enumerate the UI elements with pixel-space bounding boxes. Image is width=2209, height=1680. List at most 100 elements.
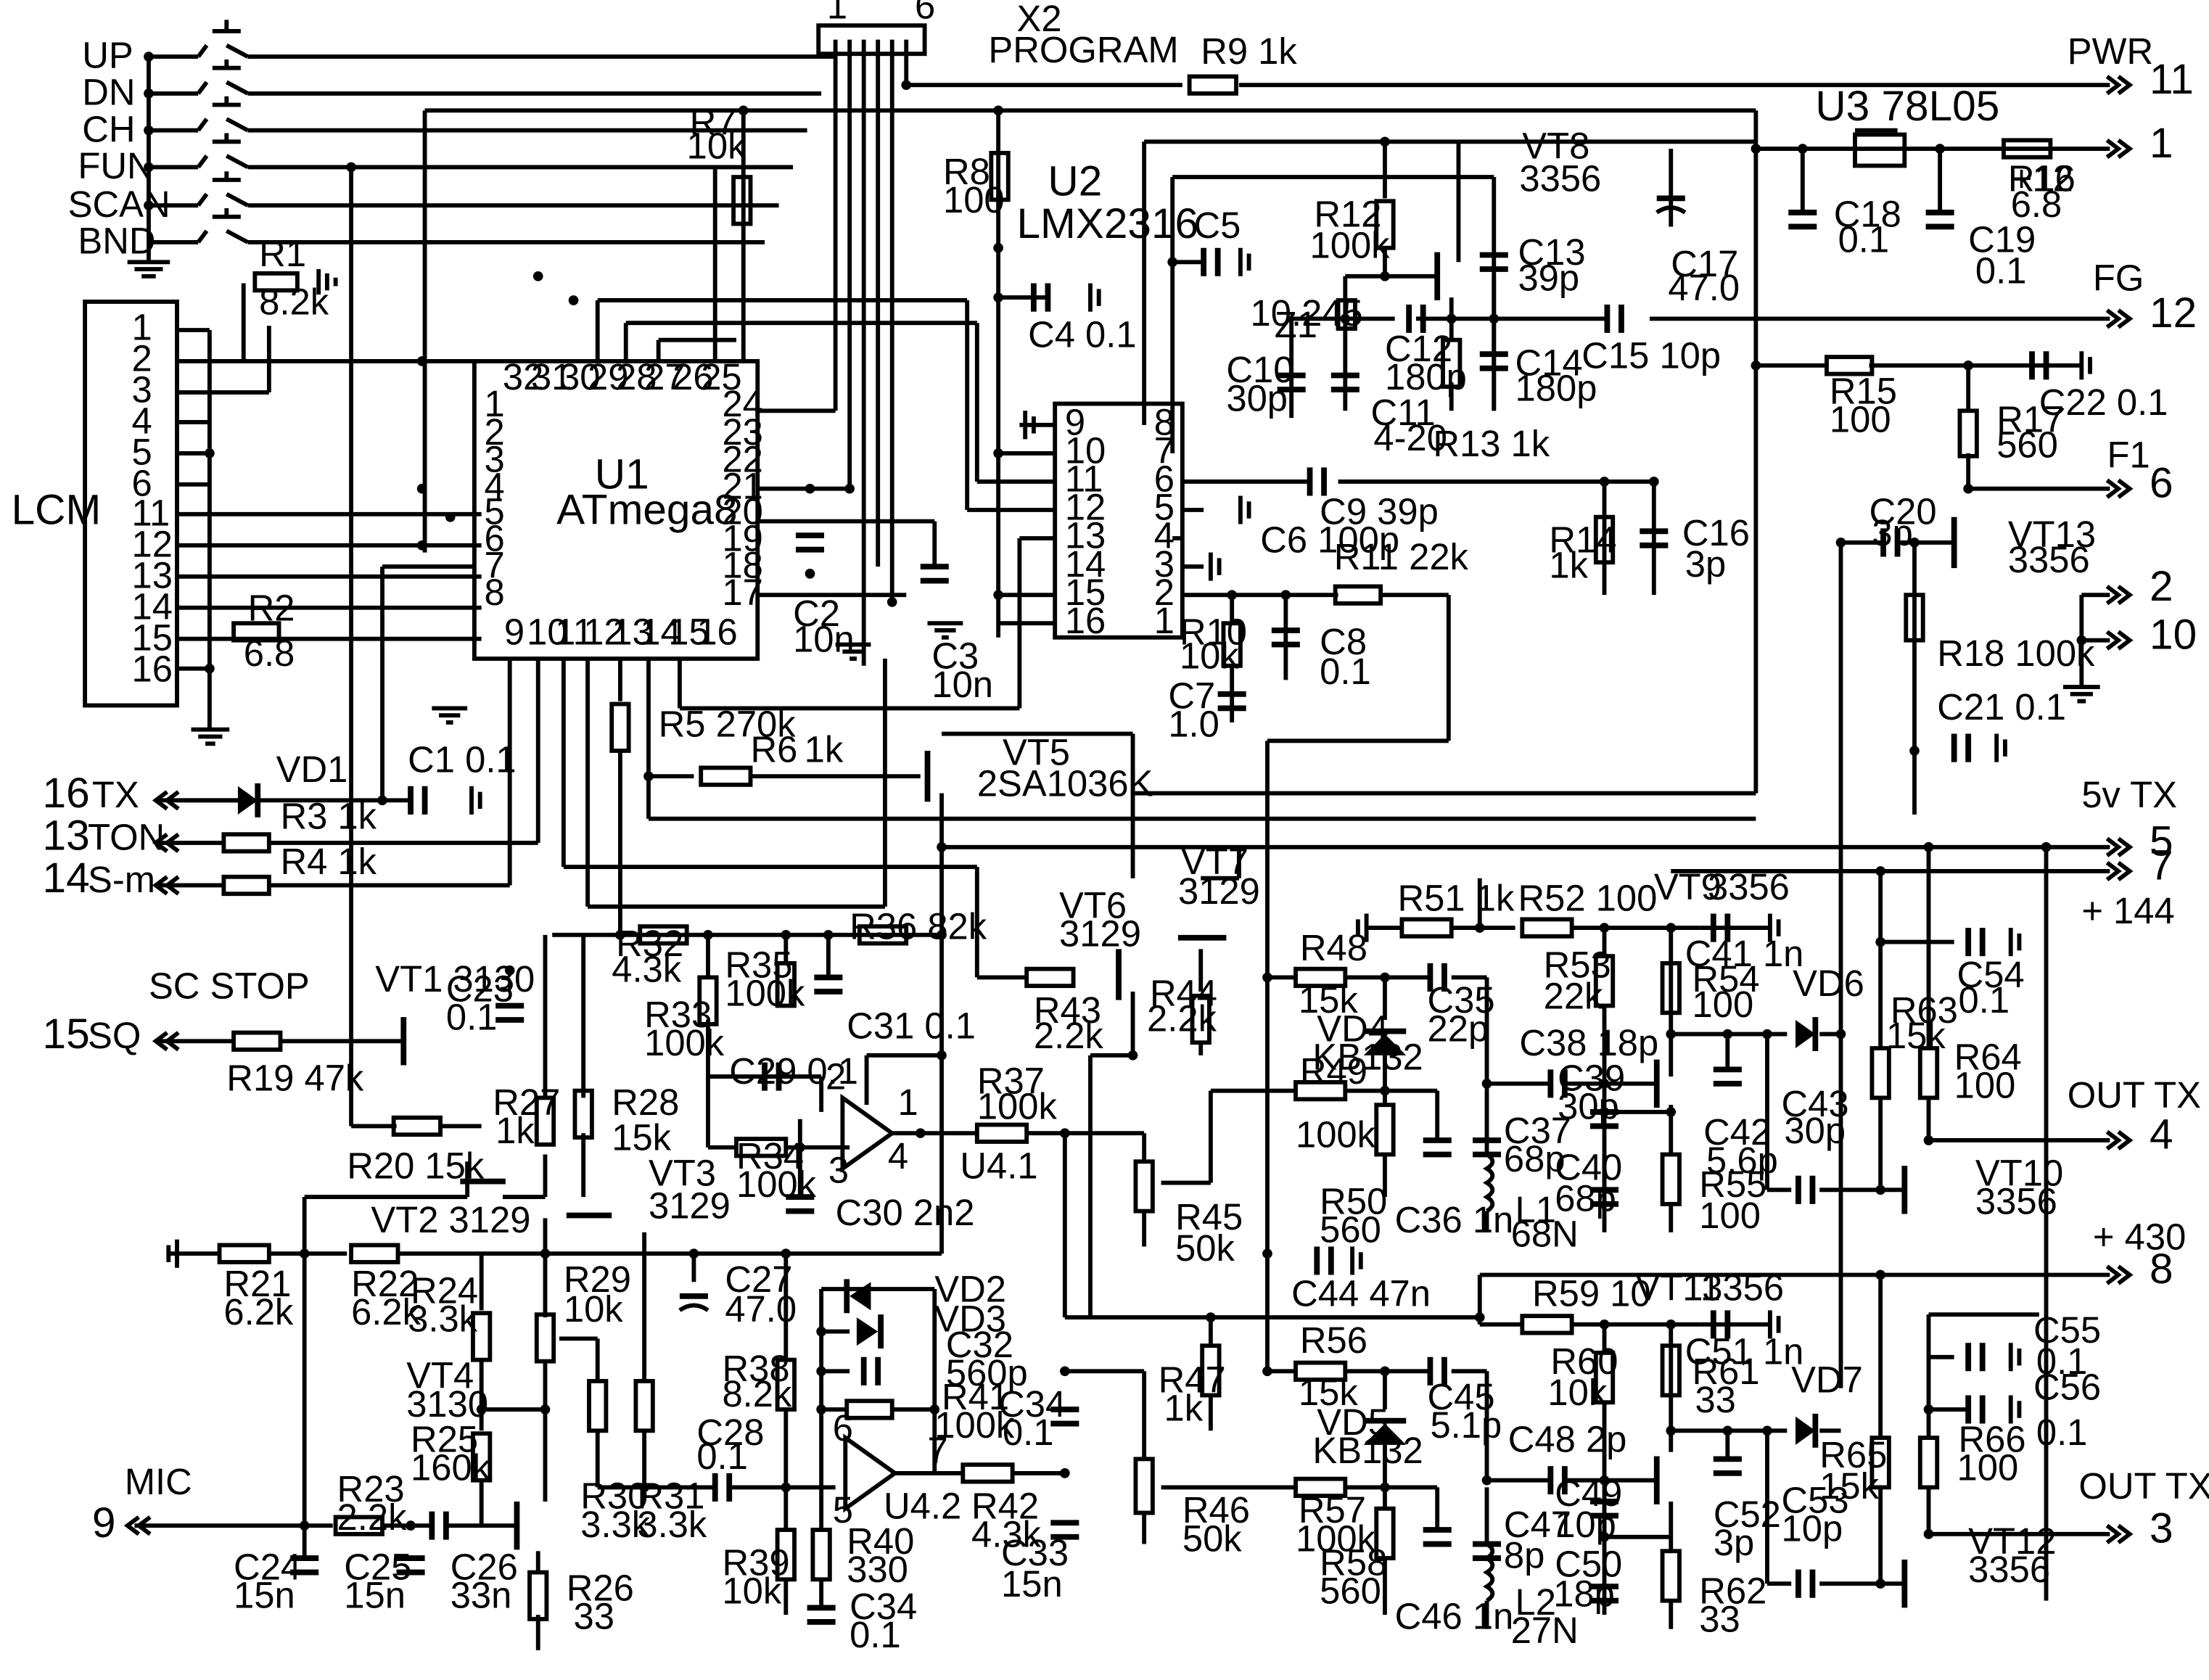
component-label: 2 bbox=[826, 1056, 846, 1098]
right-port-name: OUT TX 144 bbox=[2068, 1074, 2209, 1116]
component-label: R41 bbox=[942, 1376, 1009, 1417]
lcm-pin-label: 3 bbox=[132, 369, 152, 411]
component-label: 100k bbox=[1296, 1518, 1376, 1559]
component-label: R43 bbox=[1034, 989, 1101, 1031]
u1-pin-label: 18 bbox=[722, 545, 762, 586]
button-label-ch[interactable]: CH bbox=[82, 108, 135, 149]
component-label: R8 bbox=[943, 151, 990, 192]
component-label: 180p bbox=[1515, 368, 1597, 409]
component-label: R5 270k bbox=[659, 703, 797, 744]
component-label: C51 1n bbox=[1685, 1331, 1804, 1372]
lcm-pin-label: 5 bbox=[132, 432, 152, 473]
component-label: C40 bbox=[1555, 1147, 1622, 1188]
right-port-number: 4 bbox=[2150, 1111, 2173, 1158]
component-label: C33 bbox=[1001, 1532, 1069, 1573]
component-label: 2.2k bbox=[1034, 1015, 1104, 1056]
component-label: R34 bbox=[736, 1135, 804, 1177]
right-port-number: 7 bbox=[2150, 842, 2173, 889]
component-label: 5.6p bbox=[1706, 1140, 1778, 1181]
component-label: 33 bbox=[1695, 1379, 1735, 1420]
component-label: C15 10p bbox=[1581, 335, 1721, 376]
component-label: 8.2k bbox=[722, 1373, 792, 1415]
component-label: C34 bbox=[850, 1586, 917, 1627]
component-label: 10.245 bbox=[1251, 292, 1363, 334]
component-label: 47.0 bbox=[1668, 267, 1740, 308]
component-label: 5.1p bbox=[1430, 1404, 1502, 1446]
right-port-number: 6 bbox=[2150, 459, 2173, 506]
u1-pin-label: 22 bbox=[722, 438, 762, 479]
component-label: 100k bbox=[736, 1164, 817, 1205]
u2-pin-label: 16 bbox=[1065, 600, 1106, 641]
component-label: 3356 bbox=[1708, 866, 1790, 907]
component-label: 10p bbox=[1555, 1504, 1616, 1545]
component-label: R49 bbox=[1300, 1050, 1367, 1092]
component-label: C42 bbox=[1703, 1111, 1771, 1153]
u2-pin-label: 7 bbox=[1154, 430, 1175, 472]
component-label: 100k bbox=[934, 1404, 1015, 1446]
right-port-number: 3 bbox=[2150, 1505, 2173, 1552]
component-label: C53 bbox=[1782, 1480, 1849, 1521]
u1-name: ATmega8 bbox=[556, 487, 738, 534]
lcm-pin-label: 16 bbox=[132, 648, 173, 689]
component-label: 27N bbox=[1511, 1610, 1579, 1651]
component-label: R36 82k bbox=[850, 906, 987, 947]
component-label: VD7 bbox=[1791, 1359, 1863, 1401]
component-label: 15k bbox=[1299, 1372, 1358, 1413]
lcm-pin-label: 1 bbox=[132, 307, 152, 348]
component-label: VT1 3130 bbox=[375, 958, 535, 1000]
component-label: 3129 bbox=[1178, 870, 1260, 912]
button-label-bnd[interactable]: BND bbox=[78, 221, 155, 262]
lcm-pin-label: 11 bbox=[132, 492, 170, 533]
component-label: 6.2k bbox=[223, 1291, 294, 1333]
component-label: R1 bbox=[259, 233, 306, 274]
u1-pin-label: 3 bbox=[485, 438, 505, 479]
component-label: R54 bbox=[1692, 958, 1760, 1000]
u1-pin-label: 5 bbox=[485, 491, 505, 532]
component-label: 6 bbox=[833, 1407, 853, 1449]
component-label: R11 22k bbox=[1334, 536, 1469, 577]
component-label: 4.3k bbox=[971, 1513, 1042, 1555]
u2-pin-label: 3 bbox=[1154, 543, 1175, 585]
right-port-name: + 144 bbox=[2081, 890, 2174, 931]
component-label: R20 15k bbox=[347, 1145, 485, 1187]
button-label-dn[interactable]: DN bbox=[82, 71, 135, 112]
component-label: 15n bbox=[1001, 1563, 1063, 1605]
wiring bbox=[83, 20, 2134, 1650]
component-label: 33 bbox=[1699, 1599, 1740, 1640]
component-label: VD5 bbox=[1317, 1401, 1389, 1443]
component-label: C28 bbox=[696, 1412, 764, 1453]
component-label: R29 bbox=[564, 1259, 631, 1300]
component-label: 7 bbox=[928, 1430, 948, 1471]
component-label: R38 bbox=[722, 1348, 789, 1389]
button-label-scan[interactable]: SCAN bbox=[68, 184, 170, 225]
u1-pin-label: 27 bbox=[644, 356, 685, 398]
component-label: C35 bbox=[1428, 979, 1495, 1021]
left-port-name: TX bbox=[92, 774, 139, 815]
u1-pin-label: 7 bbox=[485, 545, 505, 586]
u1-pin-label: 1 bbox=[485, 383, 505, 424]
component-label: C18 bbox=[1834, 193, 1901, 234]
right-port-number: 8 bbox=[2150, 1245, 2173, 1293]
component-label: R7 bbox=[690, 102, 737, 143]
component-label: 30p bbox=[1558, 1086, 1619, 1127]
button-label-up[interactable]: UP bbox=[82, 35, 133, 76]
component-label: C54 bbox=[1957, 954, 2025, 995]
u2-pin-label: 2 bbox=[1154, 572, 1175, 613]
u1-pin-label: 10 bbox=[527, 612, 567, 653]
button-label-fun[interactable]: FUN bbox=[78, 145, 153, 186]
component-label: 6.8 bbox=[244, 633, 295, 674]
component-label: C7 bbox=[1168, 675, 1215, 716]
component-label: R15 bbox=[1830, 371, 1897, 412]
component-label: C22 0.1 bbox=[2039, 382, 2168, 423]
lcm-pin-label: 4 bbox=[132, 400, 152, 442]
component-label: 2SA1036K bbox=[977, 762, 1153, 804]
u2-pin-label: 10 bbox=[1065, 430, 1106, 472]
x2-ref: X2 bbox=[1016, 0, 1061, 39]
sc-stop-label: SC STOP bbox=[149, 965, 310, 1007]
left-port-name: TON bbox=[88, 817, 165, 858]
component-label: 100 bbox=[1692, 984, 1754, 1025]
component-label: C34 bbox=[998, 1383, 1066, 1425]
component-label: R55 bbox=[1699, 1164, 1766, 1205]
